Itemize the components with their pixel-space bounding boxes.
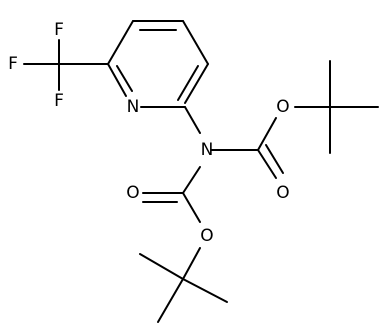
bond-carbonyl-o-upper-2 [265, 144, 284, 174]
bond-ring-c6-c5 [107, 20, 134, 65]
bond-ring-c4-c3 [182, 20, 209, 65]
atom-label-f2: F [8, 54, 18, 74]
atom-label-f1: F [54, 20, 64, 40]
bond-amine-carbonyl-lower [182, 166, 201, 194]
pyridine-ring [107, 20, 209, 108]
bond-tbu-lower-methyl-2 [182, 278, 228, 303]
bond-tbu-lower-methyl-3 [157, 278, 184, 323]
bond-ester-o-tbu-lower [182, 247, 201, 280]
bond-carbonyl-ester-o-lower [182, 192, 201, 223]
bond-ring-c3-c2 [184, 63, 209, 104]
trifluoromethyl-group [23, 39, 109, 91]
bond-ring-amine [184, 106, 201, 134]
boc-group-upper [210, 60, 379, 179]
boc-group-lower [139, 166, 228, 323]
bond-carbonyl-ester-o-upper [257, 117, 277, 151]
bond-ring-c3-c2-double [177, 65, 199, 101]
atom-label-o-carbonyl-upper: O [276, 183, 289, 203]
bond-carbonyl-o-upper-1 [257, 149, 277, 179]
atom-label-n-pyridine: N [127, 97, 140, 117]
atom-label-o-carbonyl-lower: O [126, 183, 139, 203]
atom-label-f3: F [54, 91, 64, 111]
bond-tbu-lower-methyl-1 [139, 253, 184, 280]
atom-label-o-ester-upper: O [276, 97, 289, 117]
atom-label-o-ester-lower: O [200, 226, 213, 246]
bond-ring-n-c6-double [116, 65, 133, 92]
atom-label-n-amine: N [201, 140, 214, 160]
bond-ring-n-c6 [107, 63, 127, 97]
